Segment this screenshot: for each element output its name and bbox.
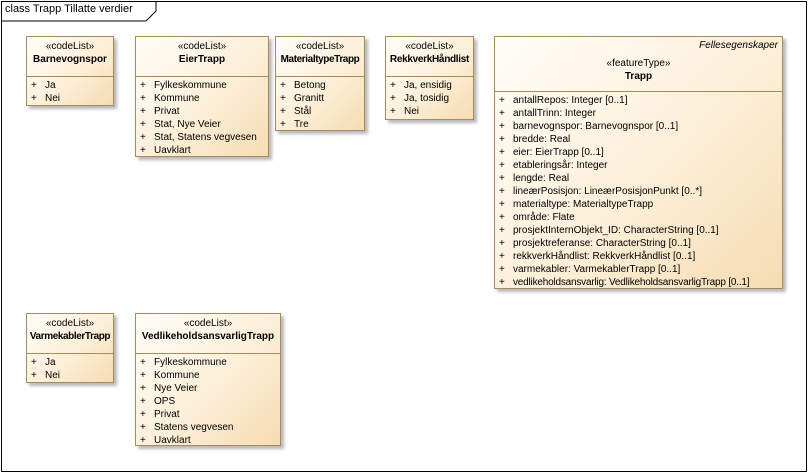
class-name: MaterialtypeTrapp [280, 54, 360, 65]
attribute-row: +område: Flate [499, 212, 575, 223]
list-item: +Nye Veier [140, 383, 198, 394]
list-item: +Ja [31, 80, 56, 91]
attribute-row: +materialtype: MaterialtypeTrapp [499, 199, 654, 210]
class-name: VedlikeholdsansvarligTrapp [141, 331, 275, 342]
class-name: RekkverkHåndlist [389, 54, 470, 65]
class-name: Trapp [624, 71, 653, 82]
list-item: +Kommune [140, 370, 200, 381]
stereotype-label: «featureType» [606, 58, 671, 69]
attribute-row: +etableringsår: Integer [499, 160, 608, 171]
list-item: +Stat, Statens vegvesen [140, 132, 257, 143]
list-item: +Betong [280, 80, 326, 91]
list-item: +Statens vegvesen [140, 422, 234, 433]
attribute-row: +rekkverkHåndlist: RekkverkHåndlist [0..… [499, 251, 696, 262]
list-item: +Nei [31, 370, 61, 381]
attribute-row: +lineærPosisjon: LineærPosisjonPunkt [0.… [499, 186, 702, 197]
class-barnevognspor[interactable]: «codeList» Barnevognspor +Ja +Nei [26, 36, 114, 106]
list-item: +Kommune [140, 93, 200, 104]
list-item: +Ja [31, 357, 56, 368]
frame-tab-outline [1, 1, 157, 22]
stereotype-label: «codeList» [295, 41, 345, 52]
list-item: +Privat [140, 106, 180, 117]
stereotype-label: «codeList» [183, 318, 233, 329]
attribute-row: +bredde: Real [499, 134, 571, 145]
list-item: +Uavklart [140, 145, 191, 156]
list-item: +Tre [280, 119, 309, 130]
list-item: +Fylkeskommune [140, 80, 227, 91]
list-item: +OPS [140, 396, 176, 407]
list-item: +Ja, ensidig [390, 80, 452, 91]
package-tag: Fellesegenskaper [699, 40, 778, 51]
class-materialtypetrapp[interactable]: «codeList» MaterialtypeTrapp +Betong +Gr… [275, 36, 365, 131]
attribute-row: +prosjektreferanse: CharacterString [0..… [499, 238, 691, 249]
attribute-row: +antallRepos: Integer [0..1] [499, 95, 628, 106]
class-name: Barnevognspor [33, 54, 107, 65]
stereotype-label: «codeList» [177, 41, 227, 52]
list-item: +Stål [280, 106, 312, 117]
class-name: EierTrapp [178, 54, 226, 65]
list-item: +Nei [390, 106, 420, 117]
stereotype-label: «codeList» [45, 41, 95, 52]
attribute-row: +varmekabler: VarmekablerTrapp [0..1] [499, 264, 681, 275]
class-rekkverkhandlist[interactable]: «codeList» RekkverkHåndlist +Ja, ensidig… [385, 36, 474, 120]
class-vedlikeholdsansvarligtrapp[interactable]: «codeList» VedlikeholdsansvarligTrapp +F… [135, 313, 281, 446]
list-item: +Fylkeskommune [140, 357, 227, 368]
class-trapp[interactable]: Fellesegenskaper «featureType» Trapp +an… [494, 36, 783, 289]
attribute-row: +vedlikeholdsansvarlig: Vedlikeholdsansv… [499, 277, 750, 288]
list-item: +Ja, tosidig [390, 93, 450, 104]
list-item: +Granitt [280, 93, 325, 104]
list-item: +Privat [140, 409, 180, 420]
class-varmekablertrapp[interactable]: «codeList» VarmekablerTrapp +Ja +Nei [26, 313, 114, 383]
class-name: VarmekablerTrapp [29, 331, 111, 342]
stereotype-label: «codeList» [405, 41, 454, 52]
attribute-row: +prosjektInternObjekt_ID: CharacterStrin… [499, 225, 719, 236]
class-eiertrapp[interactable]: «codeList» EierTrapp +Fylkeskommune +Kom… [135, 36, 269, 157]
list-item: +Uavklart [140, 435, 191, 446]
list-item: +Nei [31, 93, 61, 104]
attribute-row: +eier: EierTrapp [0..1] [499, 147, 604, 158]
attribute-row: +barnevognspor: Barnevognspor [0..1] [499, 121, 679, 132]
list-item: +Stat, Nye Veier [140, 119, 221, 130]
attribute-row: +antallTrinn: Integer [499, 108, 597, 119]
attribute-row: +lengde: Real [499, 173, 570, 184]
frame-title: class Trapp Tillatte verdier [5, 3, 133, 15]
stereotype-label: «codeList» [45, 318, 95, 329]
